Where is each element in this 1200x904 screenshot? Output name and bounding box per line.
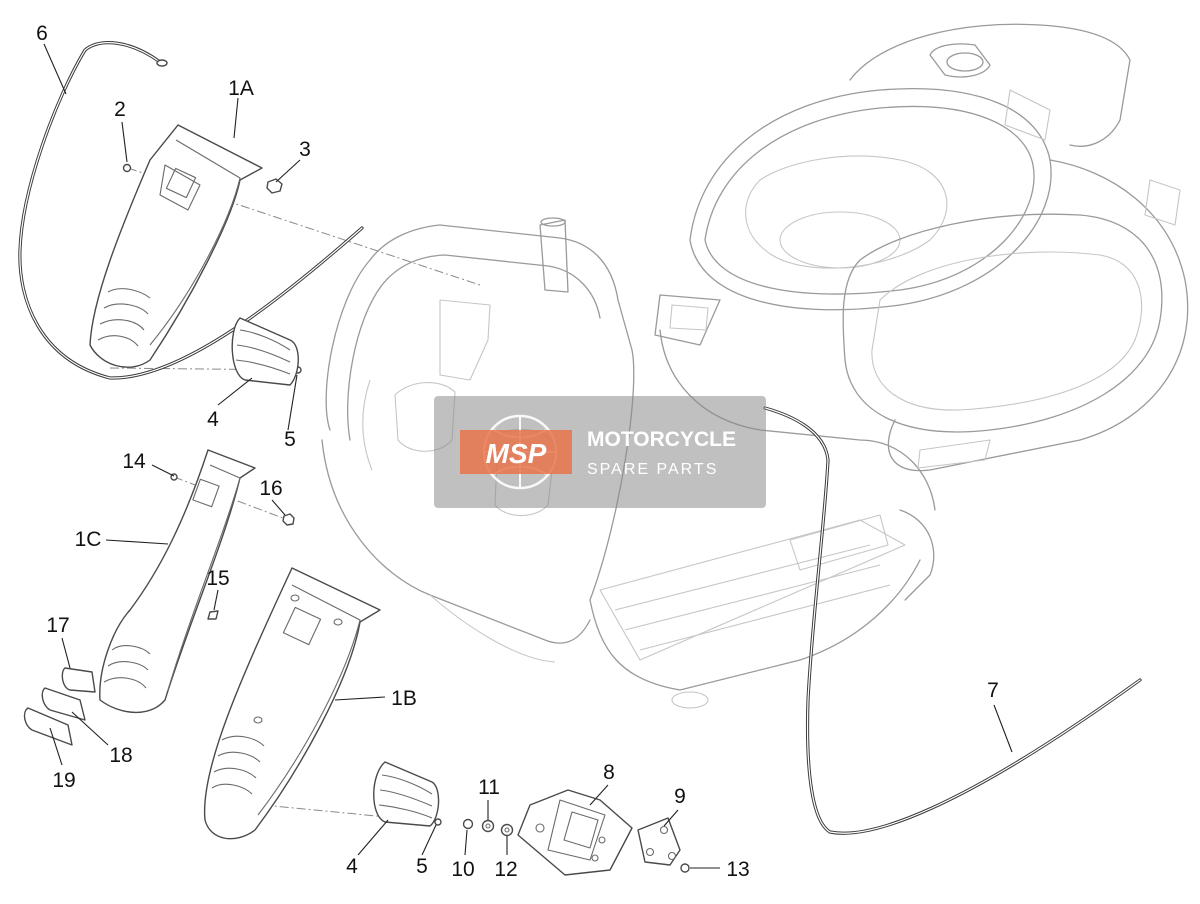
- washer-12: [500, 823, 514, 837]
- label-9: 9: [674, 785, 686, 808]
- screw-10: [462, 818, 474, 830]
- label-15: 15: [206, 567, 229, 590]
- label-10: 10: [451, 858, 474, 881]
- edge-trim-strip-6: [18, 41, 364, 380]
- label-8: 8: [603, 761, 615, 784]
- label-5-top: 5: [284, 428, 296, 451]
- label-13: 13: [726, 858, 749, 881]
- label-18: 18: [109, 744, 132, 767]
- horn-cover-1c: [99, 449, 256, 714]
- clip-15: [207, 610, 219, 620]
- fasteners: [122, 163, 690, 873]
- plate-9: [637, 817, 681, 866]
- label-5-bottom: 5: [416, 855, 428, 878]
- label-19: 19: [52, 769, 75, 792]
- label-7: 7: [987, 679, 999, 702]
- label-14: 14: [122, 450, 146, 473]
- leader-lines: [43, 43, 1013, 869]
- watermark-line1: MOTORCYCLE: [587, 428, 736, 451]
- label-2: 2: [114, 98, 126, 121]
- horn-cover-1b: [203, 567, 381, 840]
- horn-cover-1a: [89, 124, 263, 368]
- label-16: 16: [259, 477, 282, 500]
- grille-4-top: [231, 317, 299, 386]
- screw-13: [680, 863, 690, 873]
- watermark-line2: SPARE PARTS: [587, 461, 718, 478]
- label-4-bottom: 4: [346, 855, 358, 878]
- label-1b: 1B: [391, 687, 417, 710]
- bracket-8: [517, 789, 633, 876]
- trim-17: [61, 667, 96, 693]
- label-3: 3: [299, 138, 311, 161]
- label-1c: 1C: [75, 528, 102, 551]
- watermark-badge: MSP: [486, 438, 547, 469]
- watermark: MSP MOTORCYCLE SPARE PARTS: [434, 396, 766, 508]
- label-17: 17: [46, 614, 69, 637]
- edge-trim-strip-7: [763, 406, 1142, 835]
- nut-3: [266, 178, 283, 194]
- screw-2: [122, 163, 132, 173]
- label-11: 11: [478, 776, 500, 799]
- label-6: 6: [36, 22, 48, 45]
- screw-5-bottom: [434, 818, 442, 826]
- trim-pieces: [23, 667, 96, 746]
- trim-19: [23, 707, 73, 746]
- scooter-body-outline: [321, 23, 1189, 709]
- callout-labels: 6 2 1A 3 4 5 14 16 1C 15 17 18 19 1B 4 5…: [36, 22, 999, 881]
- grille-4-bottom: [373, 761, 440, 827]
- trim-18: [41, 687, 86, 721]
- washer-11: [481, 819, 495, 833]
- nut-16: [282, 513, 295, 526]
- label-1a: 1A: [228, 77, 254, 100]
- label-4-top: 4: [207, 408, 219, 431]
- label-12: 12: [494, 858, 517, 881]
